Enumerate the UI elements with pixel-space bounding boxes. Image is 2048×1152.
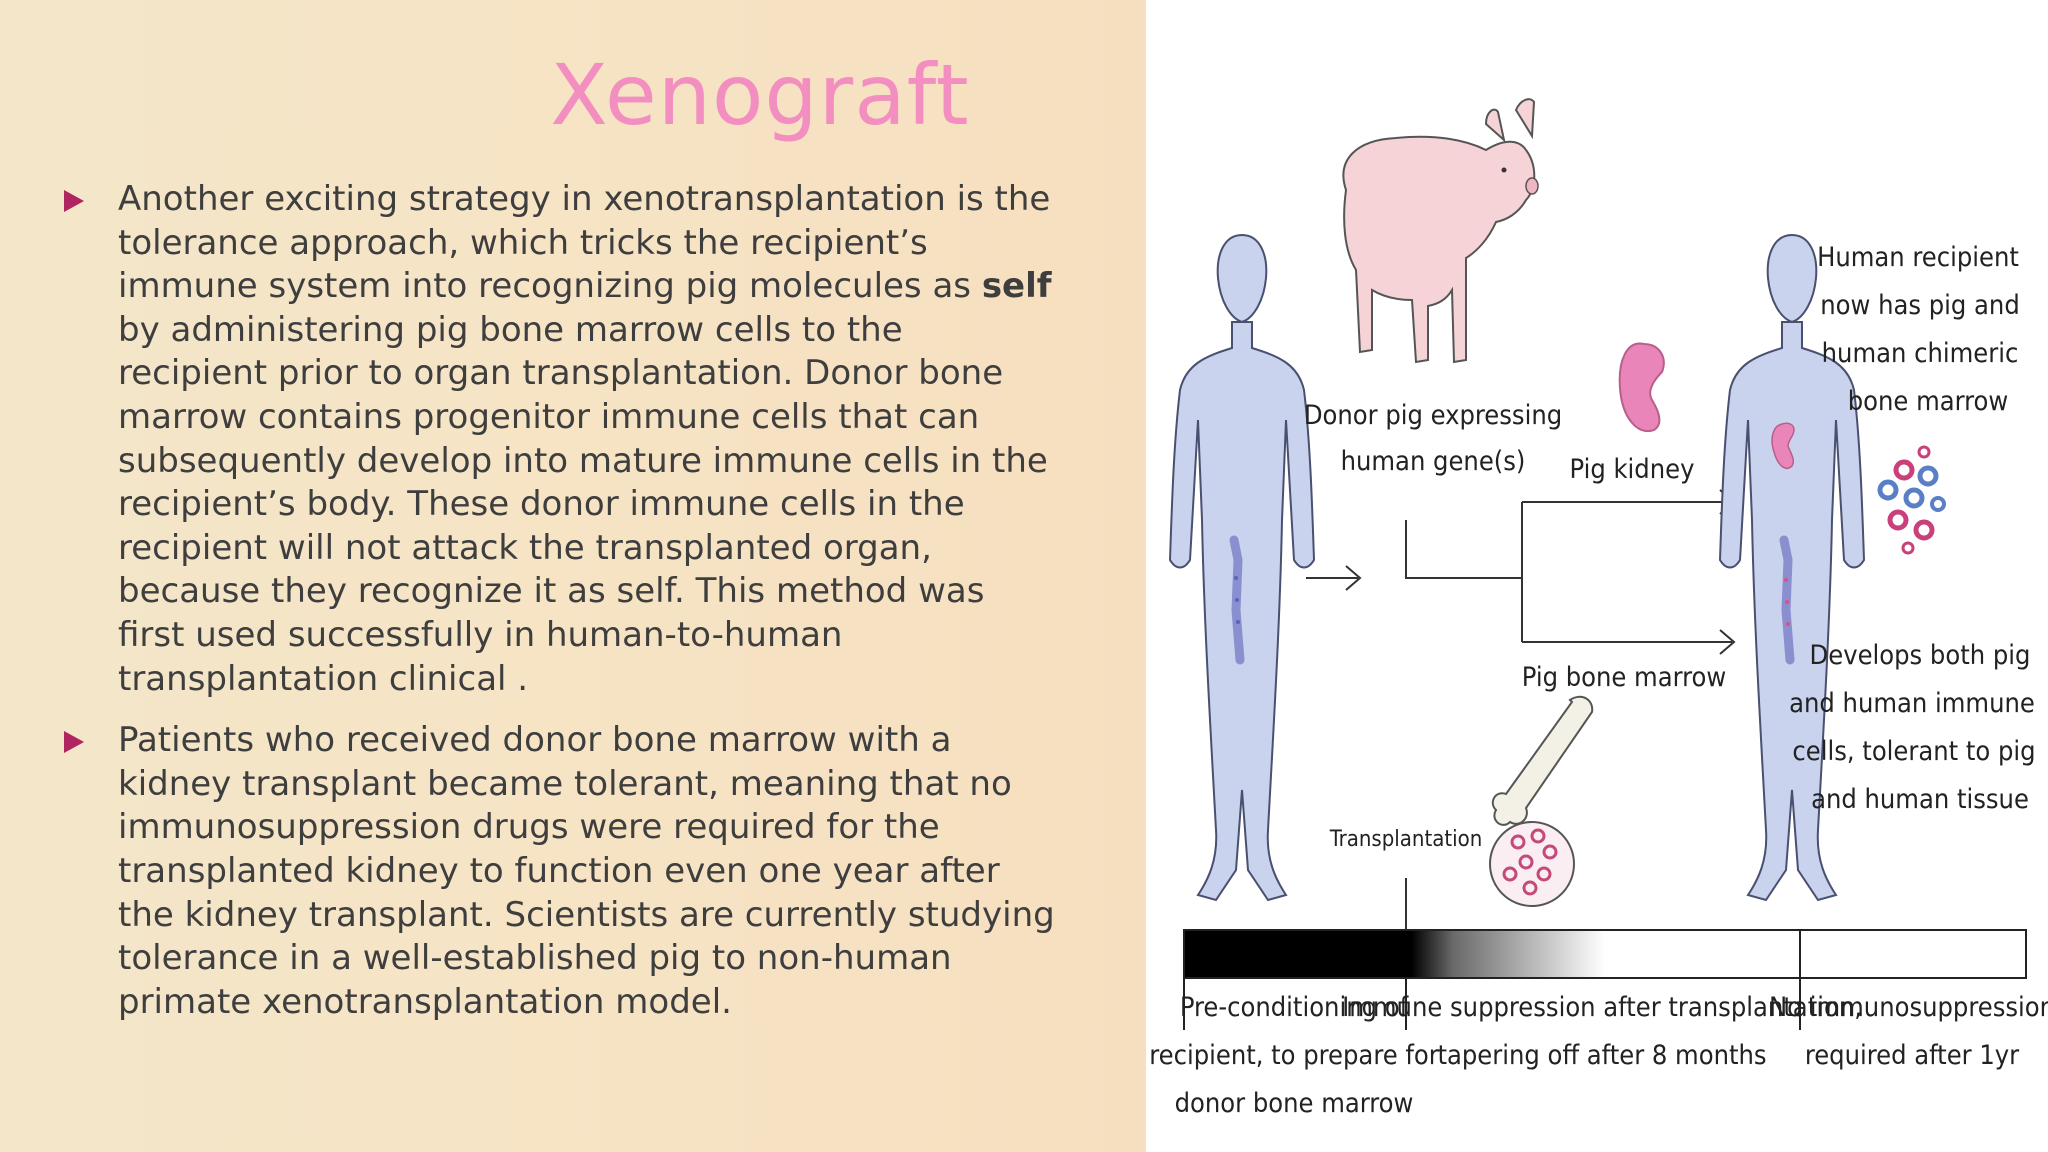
svg-text:Develops both pig: Develops both pig [1810,640,2031,671]
bullet-item-1: Another exciting strategy in xenotranspl… [60,178,1060,701]
marrow-dot [1786,622,1790,626]
recipient-caption: Human recipient now has pig and human ch… [1817,242,2020,417]
bullet-text-part: Another exciting strategy in xenotranspl… [118,179,1051,307]
femur-bone-icon [1229,535,1245,665]
svg-text:tapering off after 8 months: tapering off after 8 months [1437,1040,1766,1071]
svg-text:No immunosuppression: No immunosuppression [1769,992,2048,1023]
svg-text:human chimeric: human chimeric [1822,338,2019,369]
pig-eye [1501,167,1507,173]
marrow-dot [1785,600,1789,604]
svg-text:now has pig and: now has pig and [1820,290,2020,321]
pig-bone-marrow-label: Pig bone marrow [1522,662,1726,693]
transplanted-kidney-icon [1771,422,1795,470]
svg-text:donor bone marrow: donor bone marrow [1175,1088,1414,1119]
triangle-bullet-icon [64,190,84,212]
branch-connector [1405,489,1736,655]
xenotransplant-diagram: Donor pig expressing human gene(s) Pig k… [1146,0,2048,1152]
bullet-text-part: by administering pig bone marrow cells t… [118,309,1048,699]
diagram-svg: Donor pig expressing human gene(s) Pig k… [1149,98,2048,1119]
slide-title: Xenograft [550,46,970,144]
pig-ear [1514,98,1536,140]
pig-snout [1525,177,1539,195]
femur-bone-icon [1779,535,1795,665]
donor-pig-label: human gene(s) [1341,446,1526,477]
svg-text:and human immune: and human immune [1789,688,2035,719]
marrow-dot [1236,620,1240,624]
svg-text:and human tissue: and human tissue [1811,784,2029,815]
bullet-item-2: Patients who received donor bone marrow … [60,719,1060,1024]
bone-icon [1491,695,1594,826]
marrow-dot [1234,576,1238,580]
marrow-dot [1784,578,1788,582]
bullet-list: Another exciting strategy in xenotranspl… [60,178,1060,1042]
human-figure-right [1718,233,1866,902]
chimeric-cells-icon [1877,445,1946,555]
transplantation-label: Transplantation [1329,827,1483,852]
human-figure-left [1168,233,1316,902]
timeline-bar [1183,929,2027,979]
text-panel: Xenograft Another exciting strategy in x… [0,0,1146,1152]
svg-text:Pre-conditioning of: Pre-conditioning of [1180,992,1410,1023]
marrow-dot [1235,598,1239,602]
donor-pig-label: Donor pig expressing [1304,400,1562,431]
pig-ear [1484,108,1506,143]
pig-illustration [1342,98,1539,364]
timeline-phase-2: Immune suppression after transplantation… [1342,992,1862,1071]
bullet-bold-word: self [981,266,1052,307]
svg-text:recipient, to prepare for: recipient, to prepare for [1149,1040,1439,1071]
pig-kidney-icon [1618,342,1665,433]
svg-text:bone marrow: bone marrow [1848,386,2009,417]
timeline-phase-1: Pre-conditioning of recipient, to prepar… [1149,992,1439,1119]
svg-text:cells, tolerant to pig: cells, tolerant to pig [1792,736,2035,767]
arrow-right-icon [1306,565,1362,591]
triangle-bullet-icon [64,731,84,754]
svg-text:Human recipient: Human recipient [1817,242,2019,273]
bone-marrow-illustration [1489,695,1594,907]
timeline-phase-3: No immunosuppression required after 1yr [1769,992,2048,1071]
pig-kidney-label: Pig kidney [1570,454,1695,485]
svg-text:required after 1yr: required after 1yr [1805,1040,2019,1071]
bullet-text: Patients who received donor bone marrow … [118,720,1055,1022]
develops-caption: Develops both pig and human immune cells… [1789,640,2035,815]
svg-text:Immune suppression after trans: Immune suppression after transplantation… [1342,992,1862,1023]
